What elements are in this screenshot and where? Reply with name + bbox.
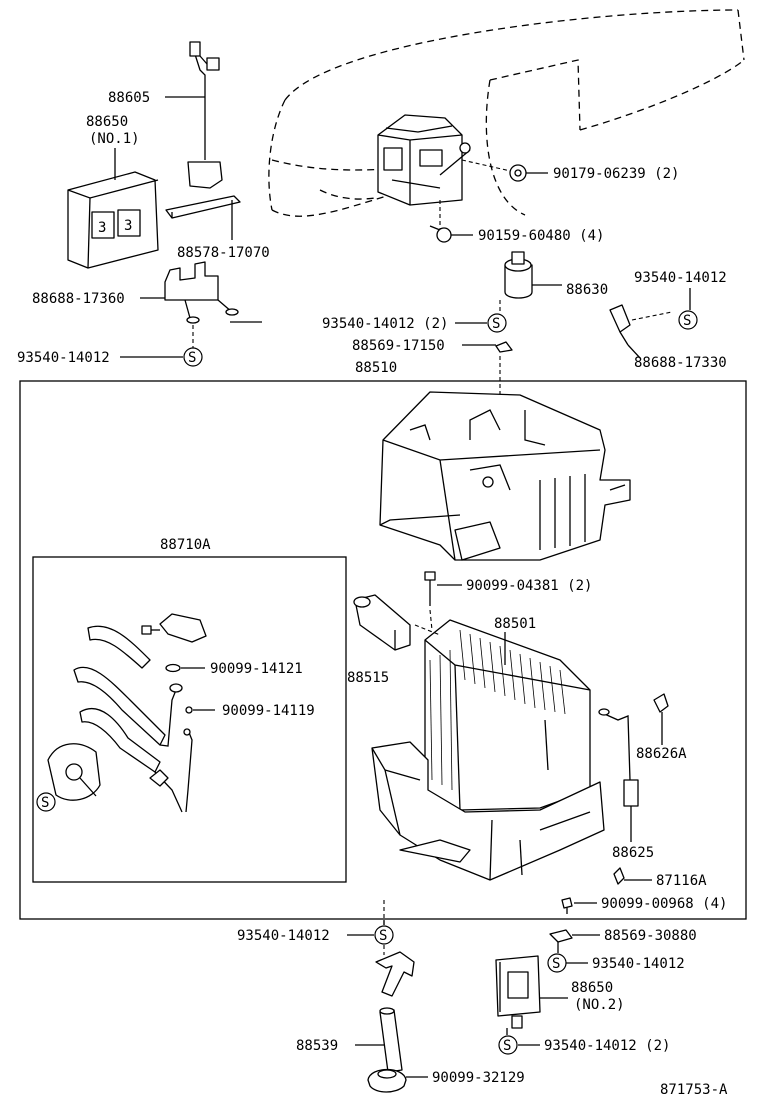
s-symbol-bottom: S xyxy=(374,925,394,945)
svg-text:S: S xyxy=(683,313,691,329)
label-93540-right: 93540-14012 xyxy=(634,270,727,286)
label-88510: 88510 xyxy=(355,360,397,376)
relay-88650-no2 xyxy=(495,955,568,1029)
evaporator-88501 xyxy=(424,619,591,811)
label-90099-32129: 90099-32129 xyxy=(432,1070,525,1086)
upper-case xyxy=(379,391,631,561)
label-88650-no1-note: (NO.1) xyxy=(89,131,140,147)
label-90099-00968: 90099-00968 (4) xyxy=(601,896,727,912)
s-symbol-lower: S xyxy=(498,1035,518,1055)
solenoid-88630 xyxy=(504,251,562,299)
label-88688-17330: 88688-17330 xyxy=(634,355,727,371)
hose-set-88710A xyxy=(47,613,215,813)
clip-88569-30880 xyxy=(549,929,600,943)
svg-text:S: S xyxy=(552,956,560,972)
pad-88578 xyxy=(165,195,241,240)
label-90159: 90159-60480 (4) xyxy=(478,228,604,244)
screw-90099-00968 xyxy=(561,897,597,914)
lower-case xyxy=(371,741,605,881)
bracket-88688-17360 xyxy=(140,261,239,350)
label-93540-2a: 93540-14012 (2) xyxy=(322,316,448,332)
label-88605: 88605 xyxy=(108,90,150,106)
grommet-90099-32129 xyxy=(367,1068,428,1093)
duct-88539 xyxy=(355,900,415,1073)
label-88578: 88578-17070 xyxy=(177,245,270,261)
diagram-id: 871753-A xyxy=(660,1082,728,1098)
thermistor-88625 xyxy=(598,708,639,842)
label-88501: 88501 xyxy=(494,616,536,632)
label-88569-17150: 88569-17150 xyxy=(352,338,445,354)
bolt-90179 xyxy=(509,164,548,182)
assembly-88510-frame xyxy=(19,380,747,920)
label-88625: 88625 xyxy=(612,845,654,861)
label-88626A: 88626A xyxy=(636,746,687,762)
relay-mark-1: 3 xyxy=(98,220,106,236)
bolt-90099-04381 xyxy=(424,571,462,631)
connector-harness-88605 xyxy=(165,41,223,189)
svg-text:S: S xyxy=(503,1038,511,1054)
clip-87116A xyxy=(613,867,652,885)
label-88630: 88630 xyxy=(566,282,608,298)
s-symbol-inner: S xyxy=(36,792,56,812)
s-symbol-right: S xyxy=(678,310,698,330)
assembly-88710A-frame xyxy=(32,556,347,883)
svg-text:S: S xyxy=(188,350,196,366)
relay-mark-2: 3 xyxy=(124,218,132,234)
bracket-88688-17330 xyxy=(609,304,673,359)
label-88569-30880: 88569-30880 xyxy=(604,928,697,944)
label-88650-no1: 88650 xyxy=(86,114,128,130)
label-90099-04381: 90099-04381 (2) xyxy=(466,578,592,594)
blower-unit-installed xyxy=(377,114,516,230)
leader-lines xyxy=(120,288,691,1046)
label-93540-2b: 93540-14012 (2) xyxy=(544,1038,670,1054)
clip-88626A xyxy=(653,693,669,745)
label-88650-no2-note: (NO.2) xyxy=(574,997,625,1013)
svg-text:S: S xyxy=(379,928,387,944)
screw-90159 xyxy=(429,225,473,243)
label-93540-mid: 93540-14012 xyxy=(592,956,685,972)
label-88515: 88515 xyxy=(347,670,389,686)
label-87116A: 87116A xyxy=(656,873,707,889)
svg-text:S: S xyxy=(492,316,500,332)
svg-text:S: S xyxy=(41,795,49,811)
label-90179: 90179-06239 (2) xyxy=(553,166,679,182)
label-88710A: 88710A xyxy=(160,537,211,553)
vehicle-dash-outline xyxy=(268,9,745,217)
label-93540-left: 93540-14012 xyxy=(17,350,110,366)
label-90099-14121: 90099-14121 xyxy=(210,661,303,677)
s-symbol-mid: S xyxy=(547,953,567,973)
label-88688-17360: 88688-17360 xyxy=(32,291,125,307)
label-88539: 88539 xyxy=(296,1038,338,1054)
label-88650-no2: 88650 xyxy=(571,980,613,996)
s-symbol-upper: S xyxy=(487,313,507,333)
amplifier-88515 xyxy=(353,594,441,651)
label-93540-bottom: 93540-14012 xyxy=(237,928,330,944)
relay-88650-no1: 3 3 xyxy=(67,148,159,269)
s-symbol-left: S xyxy=(183,347,203,367)
label-90099-14119: 90099-14119 xyxy=(222,703,315,719)
